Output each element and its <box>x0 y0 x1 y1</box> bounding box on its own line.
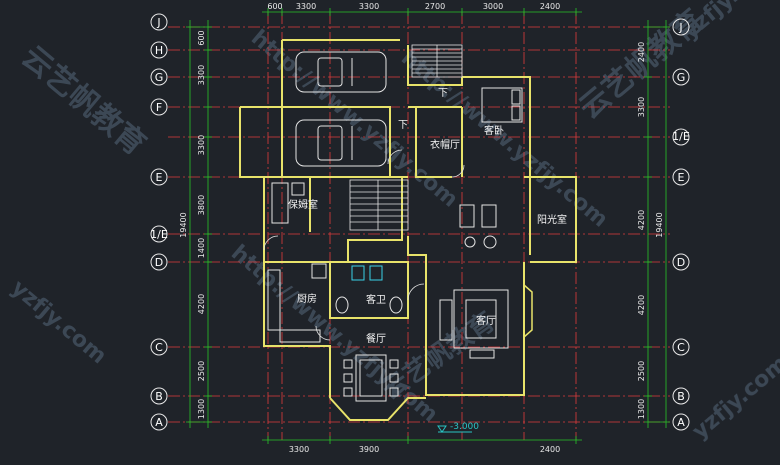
axis-bubbles-right <box>672 18 690 431</box>
watermark-brand: 云艺帆教育 <box>15 39 152 162</box>
top-dimensions: 600 3300 3300 2700 3000 2400 <box>267 2 560 11</box>
axis-label: J <box>678 21 682 34</box>
dim-left: 3800 <box>197 195 206 215</box>
car-icon <box>295 51 387 93</box>
bay-window <box>523 284 533 338</box>
axis-label: J <box>156 16 160 29</box>
room-label-guest-bath: 客卫 <box>366 293 386 306</box>
axis-label: G <box>677 71 686 84</box>
walls <box>239 39 577 421</box>
nanny-room-furniture <box>271 182 305 224</box>
stair-down-label: 下 <box>398 120 408 131</box>
dim-left-total: 19400 <box>179 212 188 237</box>
dim-left: 600 <box>197 30 206 45</box>
watermark-side: yzfjy.com <box>678 0 780 45</box>
room-label-kitchen: 厨房 <box>297 292 317 305</box>
axis-label: 1/E <box>672 130 690 143</box>
room-label-sunroom: 阳光室 <box>537 213 567 226</box>
dim-right: 2500 <box>637 361 646 381</box>
sofa-set-icon <box>439 289 509 359</box>
garage <box>295 51 387 167</box>
axis-label: E <box>156 171 163 184</box>
axis-label: F <box>156 101 162 114</box>
axis-label: D <box>155 256 163 269</box>
dim-right: 2400 <box>637 42 646 62</box>
lounge-set-icon <box>459 204 497 249</box>
dim-bottom: 3900 <box>359 445 379 454</box>
elevation-marker: -3.000 <box>437 422 479 433</box>
axis-label: A <box>677 416 685 429</box>
room-label-wardrobe: 衣帽厅 <box>430 138 460 151</box>
dim-right: 1300 <box>637 399 646 419</box>
axis-label: E <box>678 171 685 184</box>
watermark-url: http://www.yzfjy.com <box>396 45 612 232</box>
axis-label: B <box>155 390 163 403</box>
bed-icon <box>481 87 523 123</box>
stair-down-label: 下 <box>438 88 448 99</box>
dim-right: 3300 <box>637 97 646 117</box>
room-label-guest-bedroom: 客卧 <box>484 124 504 137</box>
watermark-url: http://www.yzfjy.com <box>246 25 462 212</box>
staircase-center <box>349 179 409 231</box>
car-icon <box>295 119 387 167</box>
dining-table-icon <box>343 354 399 402</box>
axis-label: H <box>155 44 163 57</box>
axis-labels-left: J H G F E 1/E D C B A <box>150 16 168 429</box>
dim-left: 1300 <box>197 399 206 419</box>
dimension-lines <box>186 8 670 444</box>
dim-left: 4200 <box>197 294 206 314</box>
dim-top: 2400 <box>540 2 560 11</box>
axis-label: A <box>155 416 163 429</box>
washbasin-icon <box>351 265 383 281</box>
axis-bubbles-left <box>150 13 168 431</box>
dim-top: 3000 <box>483 2 503 11</box>
right-dimensions: 19400 2400 3300 4200 4200 2500 1300 <box>637 42 664 419</box>
axis-labels-right: J G 1/E E D C B A <box>672 21 690 429</box>
axis-label: B <box>677 390 685 403</box>
staircase-top <box>411 44 463 78</box>
left-dimensions: 19400 600 3300 3300 3800 1400 4200 2500 … <box>179 30 206 419</box>
dim-left: 1400 <box>197 238 206 258</box>
dim-left: 3300 <box>197 65 206 85</box>
dim-right: 4200 <box>637 295 646 315</box>
dim-right-total: 19400 <box>655 212 664 237</box>
toilet-icon <box>335 296 403 314</box>
room-labels: 衣帽厅 客卧 保姆室 阳光室 厨房 客卫 客厅 餐厅 下 下 <box>288 88 567 345</box>
room-label-dining-room: 餐厅 <box>366 332 386 345</box>
watermark-side: yzfjy.com <box>6 275 111 369</box>
room-label-living-room: 客厅 <box>476 314 496 327</box>
dim-bottom: 2400 <box>540 445 560 454</box>
dim-bottom: 3300 <box>289 445 309 454</box>
axis-label: 1/E <box>150 228 168 241</box>
dim-left: 2500 <box>197 361 206 381</box>
watermark-side: yzfjy.com <box>688 351 780 445</box>
bottom-dimensions: 3300 3900 2400 <box>289 445 560 454</box>
axis-label: G <box>155 71 164 84</box>
axis-label: C <box>677 341 685 354</box>
elevation-label: -3.000 <box>450 422 479 432</box>
axis-label: D <box>677 256 685 269</box>
door-swings <box>263 149 465 341</box>
dim-right: 4200 <box>637 210 646 230</box>
dim-top: 2700 <box>425 2 445 11</box>
room-label-nanny-room: 保姆室 <box>288 198 318 211</box>
dim-top: 3300 <box>296 2 316 11</box>
dim-top: 3300 <box>359 2 379 11</box>
axis-label: C <box>155 341 163 354</box>
dim-left: 3300 <box>197 135 206 155</box>
watermark-url: http://www.yzfjy.com <box>226 240 442 427</box>
dim-top: 600 <box>267 2 282 11</box>
